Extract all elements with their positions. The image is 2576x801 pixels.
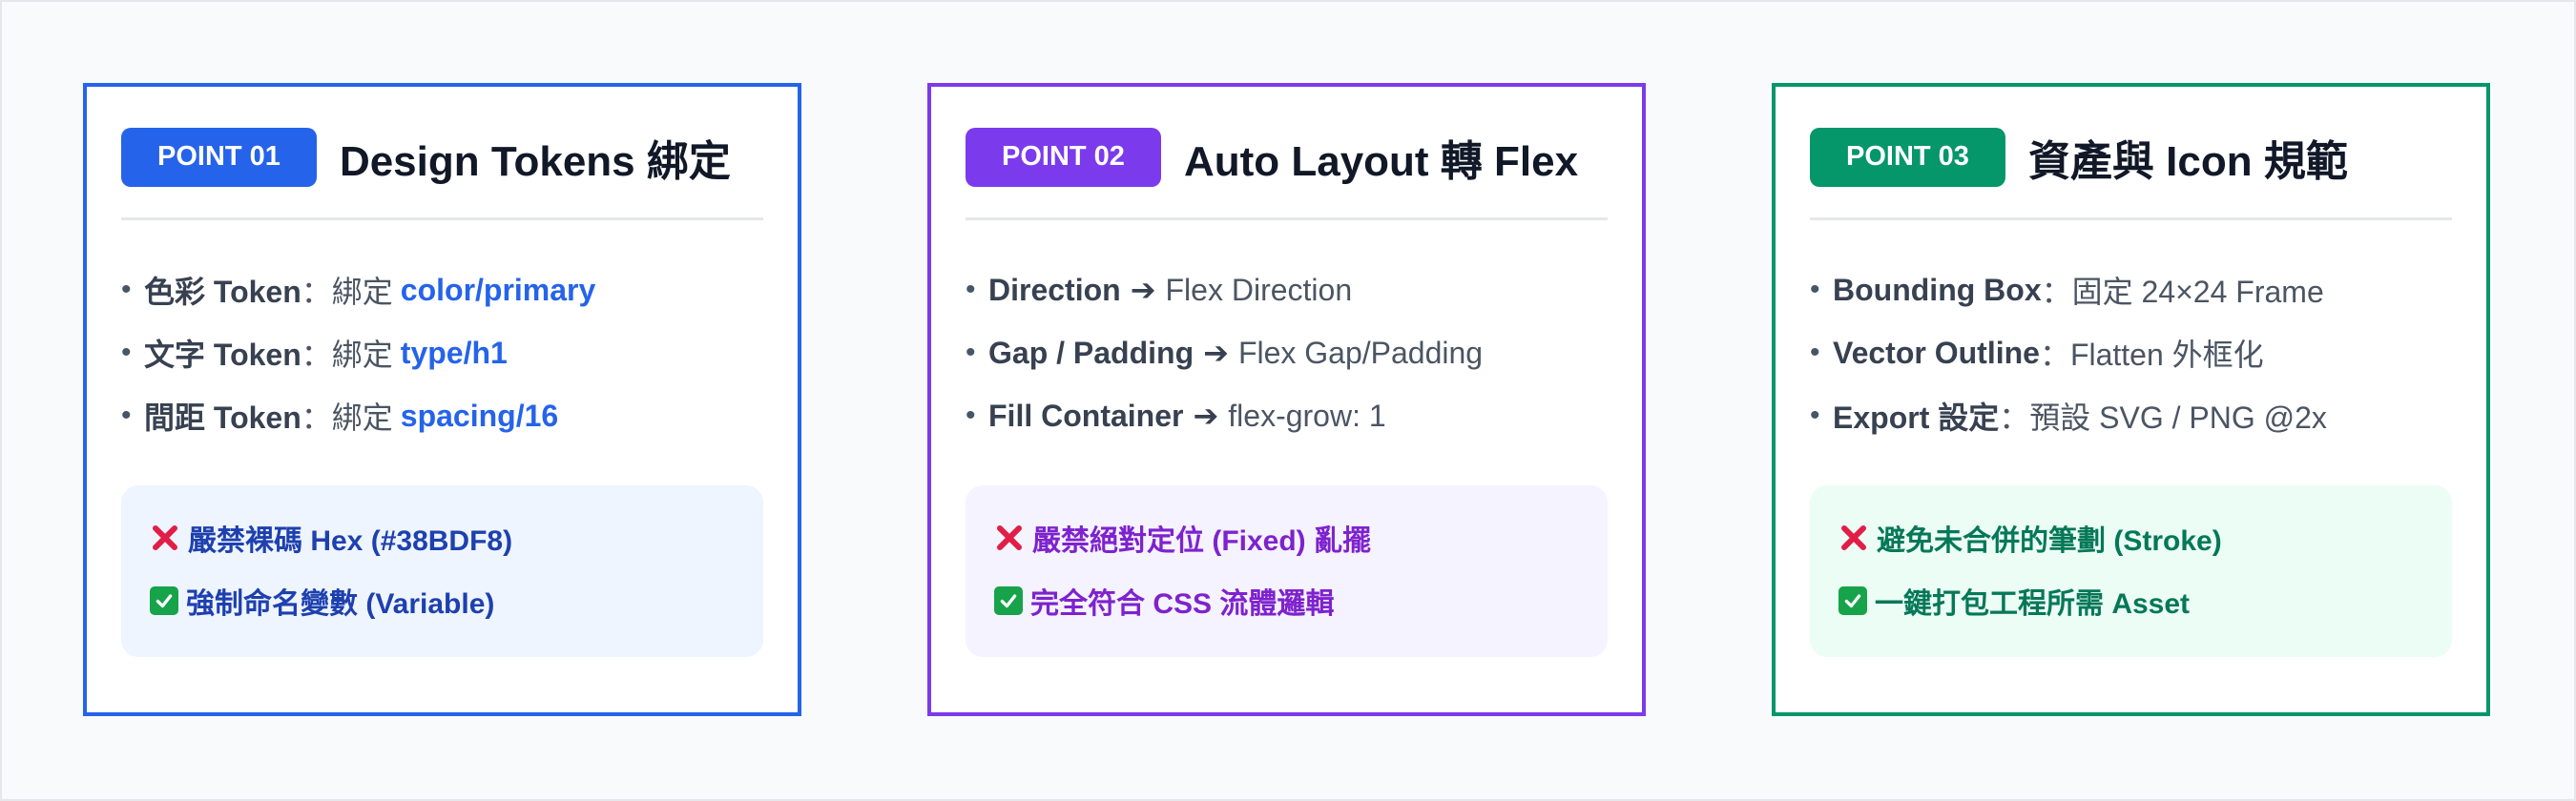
card-title: 資產與 Icon 規範 (2027, 137, 2348, 185)
cross-mark-icon (1841, 525, 1866, 550)
do-note-text: 強制命名變數 (Variable) (186, 588, 495, 620)
check-mark-button-icon (1839, 586, 1867, 615)
bullet-dot: • (121, 400, 132, 431)
point-badge: POINT 01 (121, 127, 317, 187)
dont-note-text: 避免未合併的筆劃 (Stroke) (1877, 525, 2222, 557)
bullet-dot: • (1810, 400, 1820, 431)
bullet-item: • Gap / Padding ➔ Flex Gap/Padding (966, 321, 1608, 384)
arrow-icon: ➔ (1130, 273, 1156, 307)
bullet-key: Gap / Padding (988, 335, 1195, 370)
bullet-item: • Direction ➔ Flex Direction (966, 258, 1608, 321)
bullet-text: flex-grow: 1 (1228, 398, 1386, 433)
card-title: Design Tokens 綁定 (339, 137, 731, 185)
card-header: POINT 03 資產與 Icon 規範 (1810, 87, 2452, 220)
bullet-key: Bounding Box (1833, 272, 2042, 307)
bullet-text: Flex Gap/Padding (1237, 335, 1484, 370)
point-card-02: POINT 02 Auto Layout 轉 Flex • Direction … (927, 83, 1646, 716)
bullet-item: • Export 設定 ：預設 SVG / PNG @2x (1810, 384, 2452, 447)
bullet-key: Export 設定 (1833, 400, 2000, 435)
dont-note-text: 嚴禁絕對定位 (Fixed) 亂擺 (1032, 525, 1372, 557)
bullet-list: • Bounding Box ：固定 24×24 Frame • Vector … (1810, 220, 2452, 485)
do-note: 完全符合 CSS 流體邏輯 (994, 569, 1579, 632)
check-mark-button-icon (994, 586, 1023, 615)
bullet-key: Direction (988, 272, 1121, 307)
card-header: POINT 01 Design Tokens 綁定 (121, 87, 763, 220)
do-note: 一鍵打包工程所需 Asset (1839, 569, 2423, 632)
bullet-token: type/h1 (400, 335, 508, 370)
bullet-text: ：固定 24×24 Frame (2041, 275, 2324, 309)
bullet-key: 文字 Token (144, 338, 301, 372)
point-badge: POINT 02 (966, 127, 1161, 187)
bullet-item: • Vector Outline ：Flatten 外框化 (1810, 321, 2452, 384)
bullet-item: • Bounding Box ：固定 24×24 Frame (1810, 258, 2452, 321)
bullet-dot: • (966, 274, 976, 305)
do-note-text: 完全符合 CSS 流體邏輯 (1030, 588, 1335, 620)
bullet-text: Flex Direction (1165, 272, 1353, 307)
dont-note: 嚴禁絕對定位 (Fixed) 亂擺 (994, 506, 1579, 569)
bullet-dot: • (1810, 337, 1820, 368)
bullet-key: Vector Outline (1833, 335, 2040, 370)
point-card-01: POINT 01 Design Tokens 綁定 • 色彩 Token ：綁定… (83, 83, 801, 716)
point-card-03: POINT 03 資產與 Icon 規範 • Bounding Box ：固定 … (1772, 83, 2490, 716)
point-badge: POINT 03 (1810, 127, 2005, 187)
do-note: 強制命名變數 (Variable) (150, 569, 735, 632)
bullet-item: • 間距 Token ：綁定 spacing/16 (121, 384, 763, 447)
cross-mark-icon (153, 525, 177, 550)
bullet-text: ：綁定 (301, 275, 393, 309)
dont-note: 避免未合併的筆劃 (Stroke) (1839, 506, 2423, 569)
bullet-key: 間距 Token (144, 400, 301, 435)
bullet-text: ：綁定 (301, 338, 393, 372)
note-box: 避免未合併的筆劃 (Stroke) 一鍵打包工程所需 Asset (1810, 485, 2452, 657)
dont-note-text: 嚴禁裸碼 Hex (#38BDF8) (188, 525, 513, 557)
bullet-list: • Direction ➔ Flex Direction • Gap / Pad… (966, 220, 1608, 485)
arrow-icon: ➔ (1203, 336, 1229, 370)
note-box: 嚴禁裸碼 Hex (#38BDF8) 強制命名變數 (Variable) (121, 485, 763, 657)
bullet-text: ：預設 SVG / PNG @2x (1999, 400, 2327, 435)
cross-mark-icon (997, 525, 1022, 550)
check-mark-button-icon (150, 586, 178, 615)
bullet-dot: • (121, 337, 132, 368)
bullet-text: ：綁定 (301, 400, 393, 435)
bullet-list: • 色彩 Token ：綁定 color/primary • 文字 Token … (121, 220, 763, 485)
bullet-token: color/primary (400, 272, 596, 307)
do-note-text: 一鍵打包工程所需 Asset (1875, 588, 2191, 620)
bullet-dot: • (121, 274, 132, 305)
dont-note: 嚴禁裸碼 Hex (#38BDF8) (150, 506, 735, 569)
bullet-dot: • (966, 337, 976, 368)
bullet-dot: • (966, 400, 976, 431)
card-title: Auto Layout 轉 Flex (1183, 137, 1579, 185)
bullet-token: spacing/16 (400, 398, 559, 433)
bullet-key: Fill Container (988, 398, 1184, 433)
arrow-icon: ➔ (1193, 399, 1219, 433)
bullet-key: 色彩 Token (144, 275, 301, 309)
bullet-item: • 色彩 Token ：綁定 color/primary (121, 258, 763, 321)
bullet-dot: • (1810, 274, 1820, 305)
bullet-item: • 文字 Token ：綁定 type/h1 (121, 321, 763, 384)
bullet-item: • Fill Container ➔ flex-grow: 1 (966, 384, 1608, 447)
bullet-text: ：Flatten 外框化 (2039, 338, 2264, 372)
card-header: POINT 02 Auto Layout 轉 Flex (966, 87, 1608, 220)
note-box: 嚴禁絕對定位 (Fixed) 亂擺 完全符合 CSS 流體邏輯 (966, 485, 1608, 657)
